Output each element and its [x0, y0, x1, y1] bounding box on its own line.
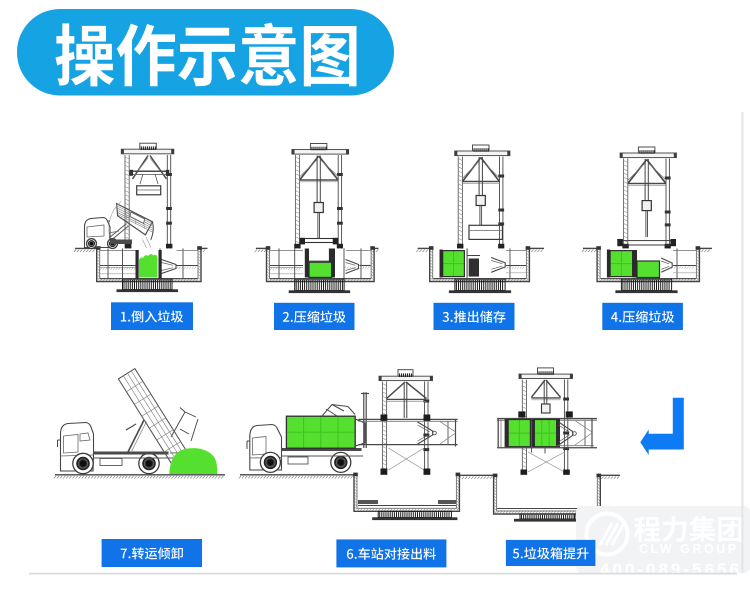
svg-text:CLW GROUP: CLW GROUP [639, 542, 739, 556]
svg-text:400-089-5656: 400-089-5656 [600, 560, 742, 579]
